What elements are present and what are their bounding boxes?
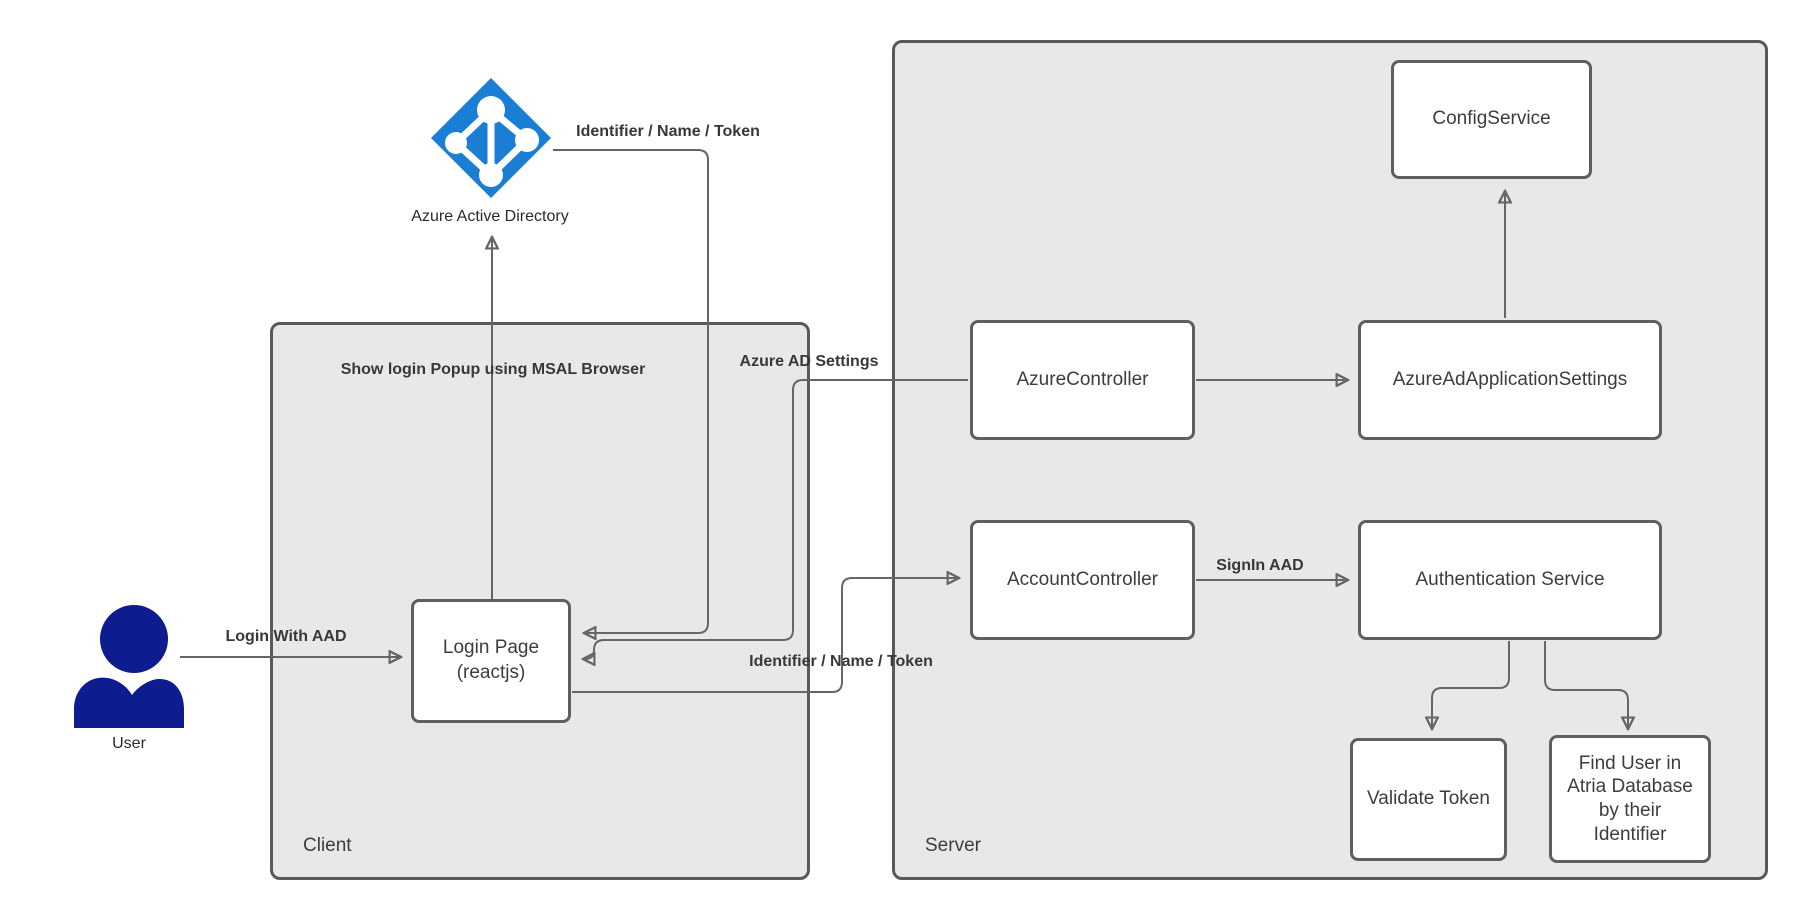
edge-label-show-login-popup: Show login Popup using MSAL Browser [340, 361, 646, 378]
azure-active-directory-icon [431, 78, 551, 198]
node-login-page: Login Page (reactjs) [411, 599, 571, 723]
edge-label-identifier-name-token-bottom: Identifier / Name / Token [749, 653, 933, 670]
node-account-controller: AccountController [970, 520, 1195, 640]
server-label: Server [925, 835, 981, 856]
edge-label-login-with-aad: Login With AAD [225, 628, 347, 645]
node-validate-token: Validate Token [1350, 738, 1507, 861]
node-find-user: Find User in Atria Database by their Ide… [1549, 735, 1711, 863]
user-label: User [112, 735, 146, 752]
node-config-service: ConfigService [1391, 60, 1592, 179]
azure-ad-label: Azure Active Directory [411, 208, 569, 225]
client-label: Client [303, 835, 352, 856]
edge-label-identifier-name-token-top: Identifier / Name / Token [576, 123, 760, 140]
node-authentication-service: Authentication Service [1358, 520, 1662, 640]
edge-label-azure-ad-settings: Azure AD Settings [739, 353, 879, 370]
node-azure-controller: AzureController [970, 320, 1195, 440]
edge-label-signin-aad: SignIn AAD [1216, 557, 1304, 574]
node-azure-ad-application-settings: AzureAdApplicationSettings [1358, 320, 1662, 440]
user-icon [74, 605, 184, 728]
